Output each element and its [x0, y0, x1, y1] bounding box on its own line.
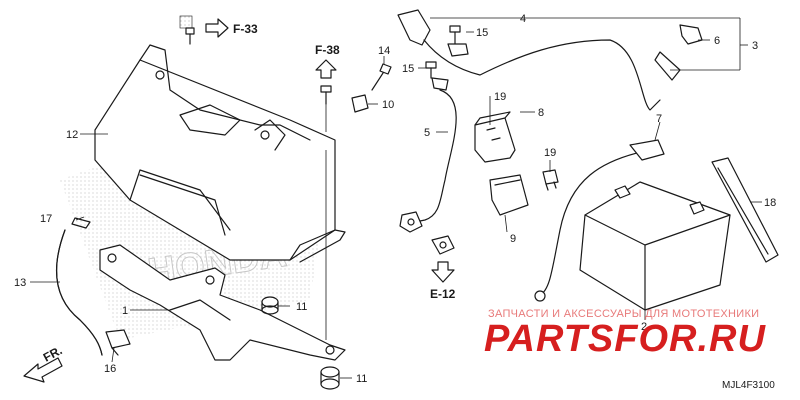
callout-10: 10 — [382, 99, 394, 111]
callout-11-upper: 11 — [296, 301, 307, 313]
bolt — [371, 63, 392, 91]
callout-4: 4 — [520, 13, 526, 25]
diagram-code: MJL4F3100 — [722, 380, 775, 391]
battery — [579, 181, 731, 311]
callout-5: 5 — [424, 127, 430, 139]
callout-19-lower: 19 — [544, 147, 556, 159]
leader-lines — [30, 17, 762, 379]
callout-14: 14 — [378, 45, 390, 57]
ref-f38: F-38 — [315, 43, 340, 340]
callout-8: 8 — [538, 107, 544, 119]
callout-2: 2 — [641, 321, 647, 333]
ref-f33-label: F-33 — [233, 22, 258, 36]
negative-cable — [534, 139, 665, 302]
callout-12: 12 — [66, 129, 78, 141]
ref-e12: E-12 — [430, 261, 456, 301]
grommet-e12 — [431, 235, 455, 255]
starter-relay — [474, 111, 516, 163]
callout-15-lower: 15 — [402, 63, 414, 75]
callout-17: 17 — [40, 213, 52, 225]
callout-16: 16 — [104, 363, 116, 375]
watermark-brand: PARTSFOR.RU — [484, 318, 766, 360]
lower-bracket — [99, 244, 346, 361]
callout-9: 9 — [510, 233, 516, 245]
ref-e12-label: E-12 — [430, 287, 456, 301]
callouts: 12 13 17 1 16 11 11 10 14 4 3 6 15 15 5 … — [14, 13, 776, 385]
callout-3: 3 — [752, 40, 758, 52]
battery-box — [94, 44, 346, 263]
ref-f33: F-33 — [179, 15, 258, 38]
screw-f38 — [320, 85, 332, 105]
relay-cover — [489, 174, 529, 216]
breather-hose — [55, 229, 103, 356]
fuse-19 — [542, 169, 559, 191]
callout-11-lower: 11 — [356, 373, 367, 385]
rubber-mount-upper — [261, 296, 279, 315]
positive-cable — [397, 9, 703, 111]
screw-top — [185, 27, 195, 45]
callout-1: 1 — [122, 305, 128, 317]
front-arrow: FR. — [23, 343, 65, 383]
bolt-15-lower — [425, 61, 449, 91]
bolt-15-upper — [447, 25, 469, 57]
callout-19-upper: 19 — [494, 91, 506, 103]
front-arrow-label: FR. — [41, 343, 65, 364]
callout-6: 6 — [714, 35, 720, 47]
rubber-mount-lower — [320, 366, 340, 390]
callout-18: 18 — [764, 197, 776, 209]
hose-clip — [71, 217, 91, 229]
starter-cable — [399, 89, 457, 233]
callout-13: 13 — [14, 277, 26, 289]
callout-7: 7 — [656, 113, 662, 125]
ref-f38-label: F-38 — [315, 43, 340, 57]
callout-15-upper: 15 — [476, 27, 488, 39]
battery-band — [711, 157, 779, 263]
collar — [351, 94, 369, 113]
watermark-tagline: ЗАПЧАСТИ И АКСЕССУАРЫ ДЛЯ МОТОТЕХНИКИ — [488, 308, 760, 320]
hose-clamp — [105, 329, 131, 356]
